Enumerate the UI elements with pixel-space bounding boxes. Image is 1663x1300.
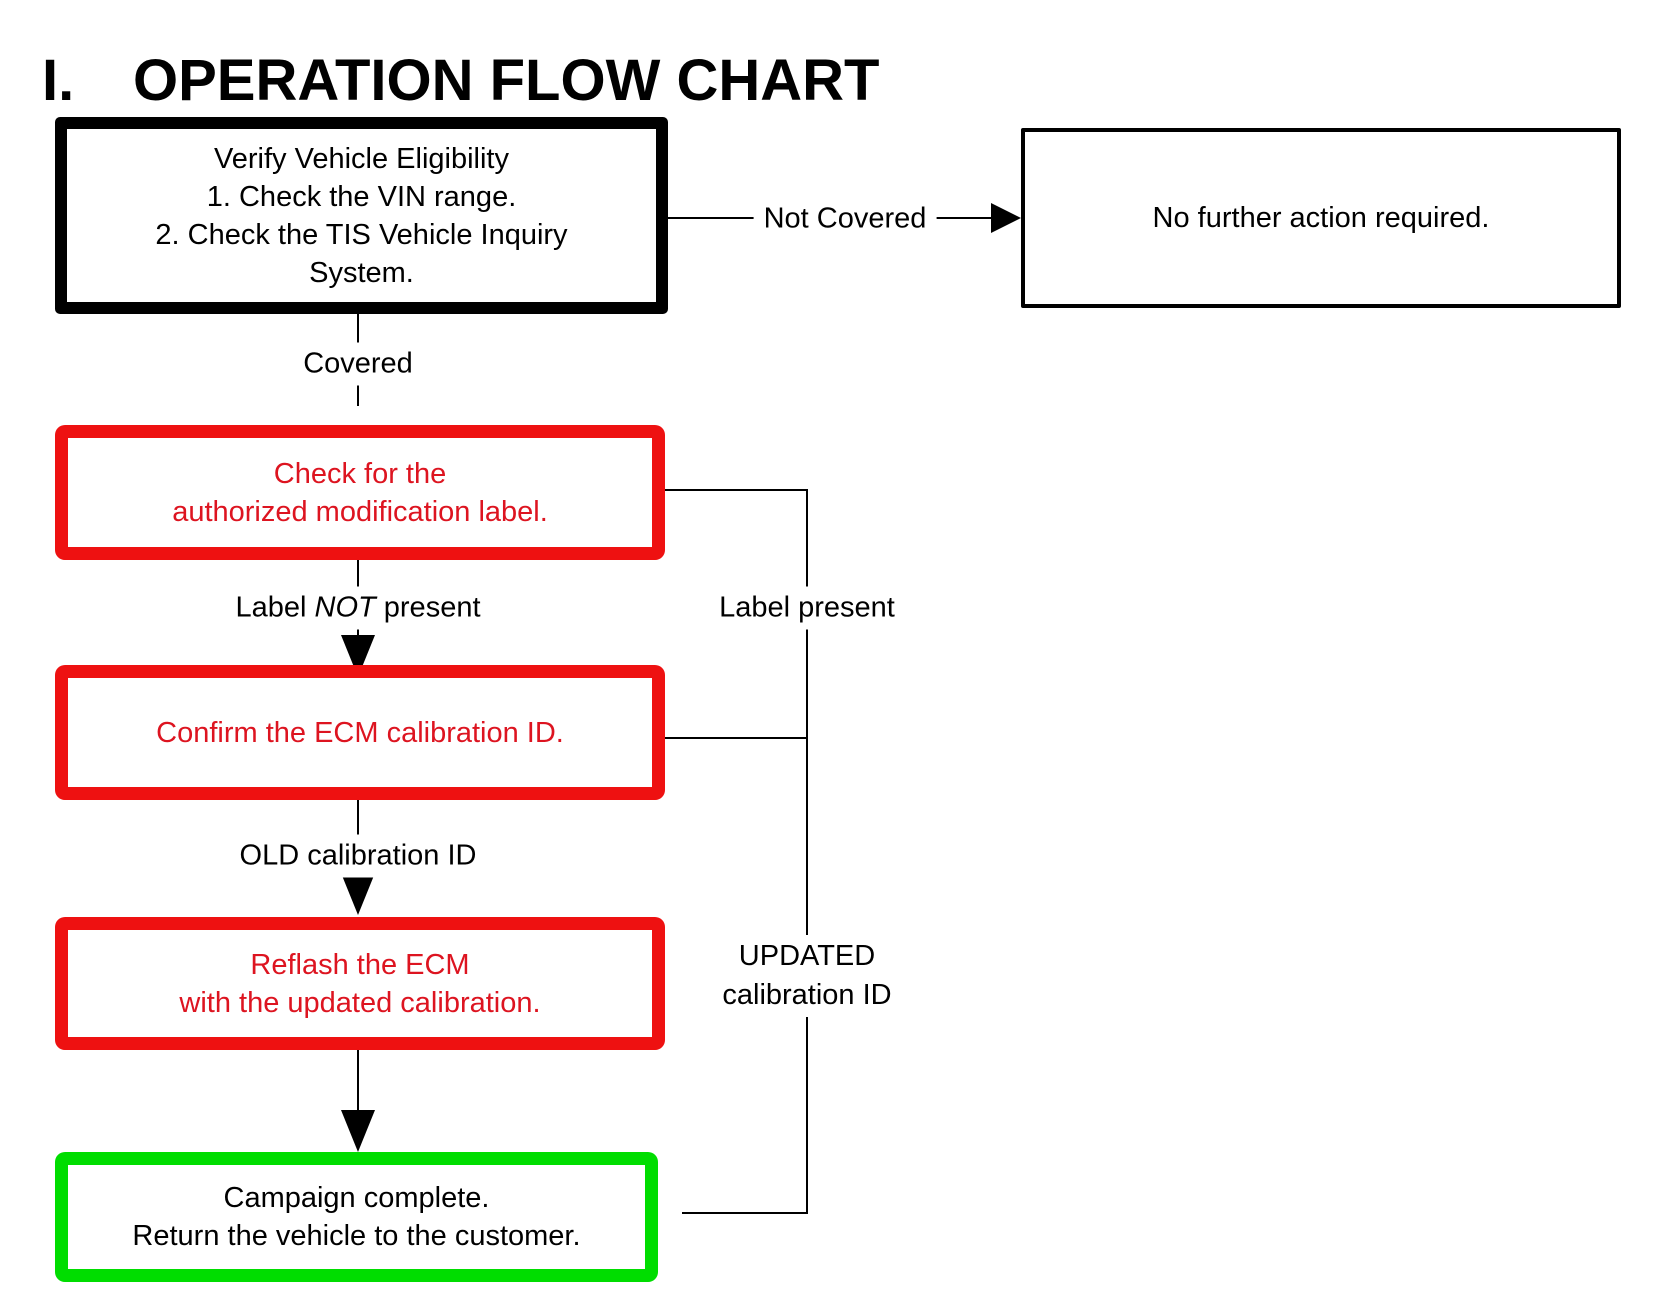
flow-box-line: 2. Check the TIS Vehicle Inquiry <box>155 218 568 251</box>
label-line: calibration ID <box>722 979 892 1011</box>
edge-label-not-present: Label NOT present <box>225 586 491 630</box>
edge-label-present: Label present <box>709 586 905 630</box>
flow-box-line: Confirm the ECM calibration ID. <box>156 716 564 749</box>
flow-box-check-label: Check for the authorized modification la… <box>55 425 665 560</box>
flow-box-confirm-ecm: Confirm the ECM calibration ID. <box>55 665 665 800</box>
connector-updated-hline <box>665 737 808 739</box>
arrowhead-down-icon <box>341 873 375 915</box>
flow-box-line: with the updated calibration. <box>179 986 541 1019</box>
flow-box-line: Verify Vehicle Eligibility <box>214 142 509 175</box>
flow-box-reflash-ecm: Reflash the ECM with the updated calibra… <box>55 917 665 1050</box>
flow-box-campaign-complete: Campaign complete. Return the vehicle to… <box>55 1152 658 1282</box>
arrowhead-down-icon <box>341 1110 375 1152</box>
flow-box-line: No further action required. <box>1152 202 1490 234</box>
flow-box-line: Campaign complete. <box>223 1182 490 1214</box>
edge-label-old-calibration: OLD calibration ID <box>229 834 487 878</box>
connector-bypass-elbow-hline <box>682 1212 808 1214</box>
flow-box-line: Return the vehicle to the customer. <box>132 1220 581 1252</box>
flow-box-verify-eligibility: Verify Vehicle Eligibility 1. Check the … <box>55 117 668 314</box>
label-line: UPDATED <box>738 940 876 972</box>
connector-complete-line <box>357 1050 359 1112</box>
title-text: OPERATION FLOW CHART <box>133 48 880 113</box>
arrowhead-right-icon <box>991 203 1021 233</box>
label-part-italic: NOT <box>314 591 376 624</box>
flow-box-line: Reflash the ECM <box>250 948 470 981</box>
flow-box-no-action: No further action required. <box>1021 128 1621 308</box>
flow-box-line: 1. Check the VIN range. <box>206 180 517 213</box>
edge-label-not-covered: Not Covered <box>753 197 937 241</box>
connector-label-present-hline <box>665 489 808 491</box>
flow-box-line: Check for the <box>273 457 447 490</box>
title-numeral: I. <box>42 48 75 113</box>
edge-label-updated-calibration: UPDATED calibration ID <box>712 935 902 1017</box>
edge-label-covered: Covered <box>293 342 423 386</box>
flow-box-line: System. <box>309 256 414 289</box>
connector-bypass-vline <box>806 489 808 1214</box>
flow-box-line: authorized modification label. <box>172 495 548 528</box>
page-title: I.OPERATION FLOW CHART <box>42 52 879 110</box>
label-part: Label <box>235 591 315 624</box>
label-part: present <box>375 591 481 624</box>
